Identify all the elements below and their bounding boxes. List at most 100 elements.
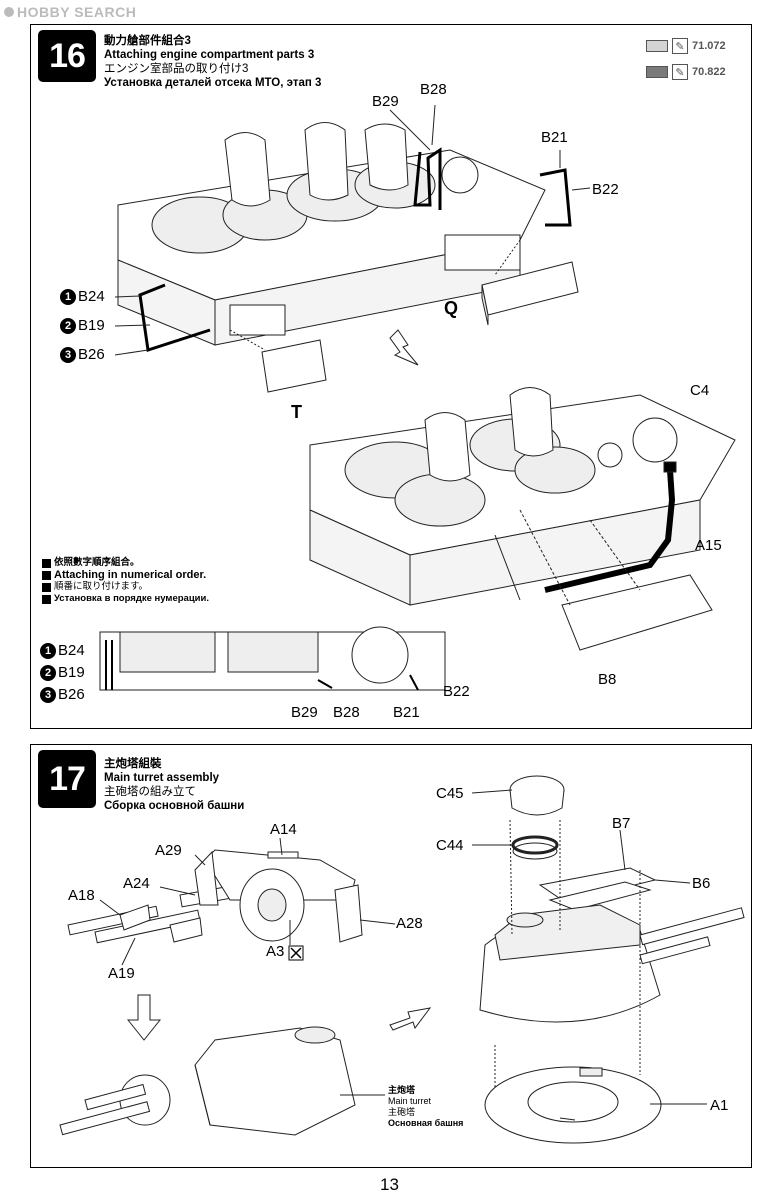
label-b21: B21 [541, 129, 568, 146]
step16-number: 16 [38, 30, 96, 82]
detail-order-badge-3: 3 [40, 687, 56, 704]
label-a28: A28 [396, 915, 423, 932]
detail-label-b22: B22 [443, 683, 470, 700]
label-a24: A24 [123, 875, 150, 892]
label-b22: B22 [592, 181, 619, 198]
step17-title-block: 主炮塔組裝 Main turret assembly 主砲塔の組み立て Сбор… [104, 757, 244, 813]
label-b29: B29 [372, 93, 399, 110]
order-note-jp: 順番に取り付けます。 [42, 581, 209, 593]
detail-order-badge-1: 1 [40, 643, 56, 660]
part-b8-plate [561, 574, 713, 651]
step17-title-jp: 主砲塔の組み立て [104, 786, 196, 798]
engine-deck-lower [309, 387, 736, 606]
label-c44: C44 [436, 837, 464, 854]
paint-swatch-1 [646, 40, 668, 52]
step16-title-block: 動力艙部件組合3 Attaching engine compartment pa… [104, 34, 321, 90]
down-arrow-icon [126, 994, 162, 1041]
label-a15: A15 [695, 537, 722, 554]
detail-label-b28: B28 [333, 704, 360, 721]
order-note-ru-text: Установка в порядке нумерации. [54, 593, 209, 604]
order-note-en: Attaching in numerical order. [42, 569, 209, 581]
step16-title-jp: エンジン室部品の取り付け3 [104, 63, 249, 75]
paint-legend: ✎ 71.072 ✎ 70.822 [646, 38, 726, 80]
order-note-zh-text: 依照數字順序組合。 [54, 557, 140, 568]
order-note-en-text: Attaching in numerical order. [54, 569, 207, 581]
order-note-zh: 依照數字順序組合。 [42, 557, 209, 569]
step17-panel [30, 744, 752, 1168]
paint-code-2: 70.822 [692, 66, 726, 78]
caption-jp: 主砲塔 [388, 1107, 416, 1117]
engine-deck-upper [117, 122, 546, 346]
part-t-box [229, 329, 327, 393]
assembly-arrow-icon [389, 329, 419, 366]
caption-en: Main turret [388, 1096, 432, 1106]
watermark: HOBBY SEARCH [4, 4, 136, 20]
part-q-box [481, 239, 579, 326]
label-a19: A19 [108, 965, 135, 982]
detail-label-b24: B24 [58, 642, 85, 659]
flag-icon [42, 558, 51, 568]
step17-title-en: Main turret assembly [104, 772, 220, 784]
step17-title-zh: 主炮塔組裝 [104, 758, 162, 770]
watermark-text: HOBBY SEARCH [17, 4, 137, 20]
turret-left [59, 1026, 385, 1136]
right-arrow-icon [389, 1007, 432, 1031]
caption-ru: Основная башня [388, 1118, 464, 1128]
order-badge-1: 1 [60, 289, 76, 306]
brush-icon: ✎ [672, 38, 688, 54]
order-badge-2: 2 [60, 318, 76, 335]
detail-label-b29: B29 [291, 704, 318, 721]
detail-label-b26: B26 [58, 686, 85, 703]
label-c45: C45 [436, 785, 464, 802]
step16-title-ru: Установка деталей отсека МТО, этап 3 [104, 77, 322, 89]
flag-icon [42, 594, 51, 604]
paint-code-1: 71.072 [692, 40, 726, 52]
label-b6: B6 [692, 875, 711, 892]
label-a14: A14 [270, 821, 297, 838]
label-a3: A3 [266, 943, 285, 960]
label-c4: C4 [690, 382, 710, 399]
detail-view [99, 626, 446, 691]
mantlet-parts [194, 849, 363, 961]
label-t: T [291, 402, 302, 422]
step17-title-ru: Сборка основной башни [104, 800, 245, 812]
paint-row-1: ✎ 71.072 [646, 38, 726, 54]
caption-zh: 主炮塔 [388, 1085, 416, 1095]
label-a1: A1 [710, 1097, 729, 1114]
label-b8: B8 [598, 671, 617, 688]
watermark-logo-icon [4, 7, 14, 17]
turret-ring-a1 [484, 1066, 662, 1144]
label-b19: B19 [78, 317, 105, 334]
detail-label-b21: B21 [393, 704, 420, 721]
label-b24: B24 [78, 288, 105, 305]
order-note: 依照數字順序組合。 Attaching in numerical order. … [42, 557, 209, 605]
order-note-jp-text: 順番に取り付けます。 [54, 581, 149, 592]
gun-parts [67, 883, 247, 944]
label-b7: B7 [612, 815, 631, 832]
flag-icon [42, 582, 51, 592]
paint-row-2: ✎ 70.822 [646, 64, 726, 80]
brush-icon: ✎ [672, 64, 688, 80]
detail-order-badge-2: 2 [40, 665, 56, 682]
detail-label-b19: B19 [58, 664, 85, 681]
order-note-ru: Установка в порядке нумерации. [42, 593, 209, 605]
label-q: Q [444, 298, 459, 318]
main-turret-caption: 主炮塔 Main turret 主砲塔 Основная башня [388, 1085, 463, 1129]
label-b26: B26 [78, 346, 105, 363]
step16-title-zh: 動力艙部件組合3 [104, 35, 191, 47]
label-a18: A18 [68, 887, 95, 904]
label-a29: A29 [155, 842, 182, 859]
order-badge-3: 3 [60, 347, 76, 364]
step16-panel [30, 24, 752, 729]
step17-number: 17 [38, 750, 96, 808]
flag-icon [42, 570, 51, 580]
step16-title-en: Attaching engine compartment parts 3 [104, 49, 315, 61]
